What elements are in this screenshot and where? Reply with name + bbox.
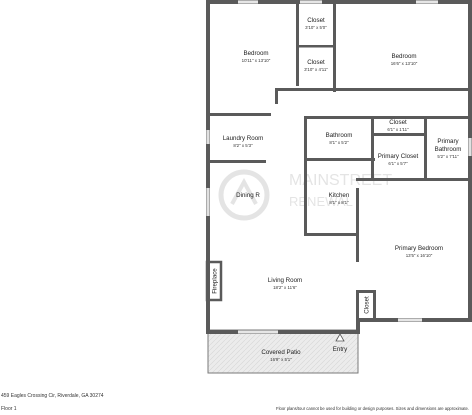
- window-lines: [207, 1, 471, 333]
- room-dim-closet-right: 6'1" x 1'11": [387, 127, 409, 132]
- closet-small-label: Closet: [364, 296, 371, 314]
- interior-walls: [205, 2, 470, 320]
- fireplace-label: Fireplace: [212, 268, 219, 294]
- room-name-primary-bedroom: Primary Bedroom: [395, 245, 443, 252]
- watermark-line1: MAINSTREET: [289, 172, 392, 189]
- room-labels: Closet 3'10" x 5'0" Bedroom 10'11" x 13'…: [223, 17, 462, 362]
- room-name-primary-bath-1: Primary: [437, 138, 459, 145]
- room-dim-bedroom-right: 16'6" x 13'10": [391, 61, 418, 66]
- room-name-bedroom-left: Bedroom: [243, 50, 268, 57]
- room-name-closet-top: Closet: [307, 17, 325, 24]
- room-name-closet-right: Closet: [389, 119, 407, 126]
- room-dim-living: 18'2" x 11'6": [273, 285, 297, 290]
- room-name-bedroom-right: Bedroom: [391, 53, 416, 60]
- room-dim-closet-top: 3'10" x 5'0": [305, 25, 327, 30]
- entry-arrow-icon: [335, 333, 345, 342]
- room-name-closet-mid: Closet: [307, 59, 325, 66]
- room-name-dining: Dining R: [236, 192, 260, 199]
- address-text: 459 Eagles Crossing Cir, Riverdale, GA 3…: [1, 393, 104, 399]
- room-name-laundry: Laundry Room: [223, 135, 264, 142]
- room-name-primary-bath-2: Bathroom: [435, 146, 462, 153]
- room-dim-patio: 16'9" x 5'1": [270, 357, 292, 362]
- room-dim-laundry: 8'2" x 5'3": [233, 143, 253, 148]
- room-dim-primary-bath: 5'2" x 7'11": [437, 154, 459, 159]
- room-dim-primary-bedroom: 13'5" x 16'10": [406, 253, 433, 258]
- room-dim-closet-mid: 3'10" x 4'11": [304, 67, 328, 72]
- room-dim-bathroom: 8'1" x 5'2": [329, 140, 349, 145]
- covered-patio-area: [207, 329, 359, 374]
- room-name-living: Living Room: [268, 277, 302, 284]
- room-dim-primary-closet: 6'1" x 5'7": [388, 161, 408, 166]
- floor-label: Floor 1: [1, 406, 17, 412]
- room-name-primary-closet: Primary Closet: [378, 153, 419, 160]
- entry-label: Entry: [333, 346, 348, 353]
- room-name-patio: Covered Patio: [261, 349, 301, 356]
- room-name-kitchen: Kitchen: [329, 192, 350, 199]
- room-dim-bedroom-left: 10'11" x 13'10": [242, 58, 271, 63]
- disclaimer-text: Floor plans/tour cannot be used for buil…: [276, 406, 469, 411]
- room-dim-kitchen: 8'1" x 8'1": [329, 200, 349, 205]
- room-name-bathroom: Bathroom: [326, 132, 353, 139]
